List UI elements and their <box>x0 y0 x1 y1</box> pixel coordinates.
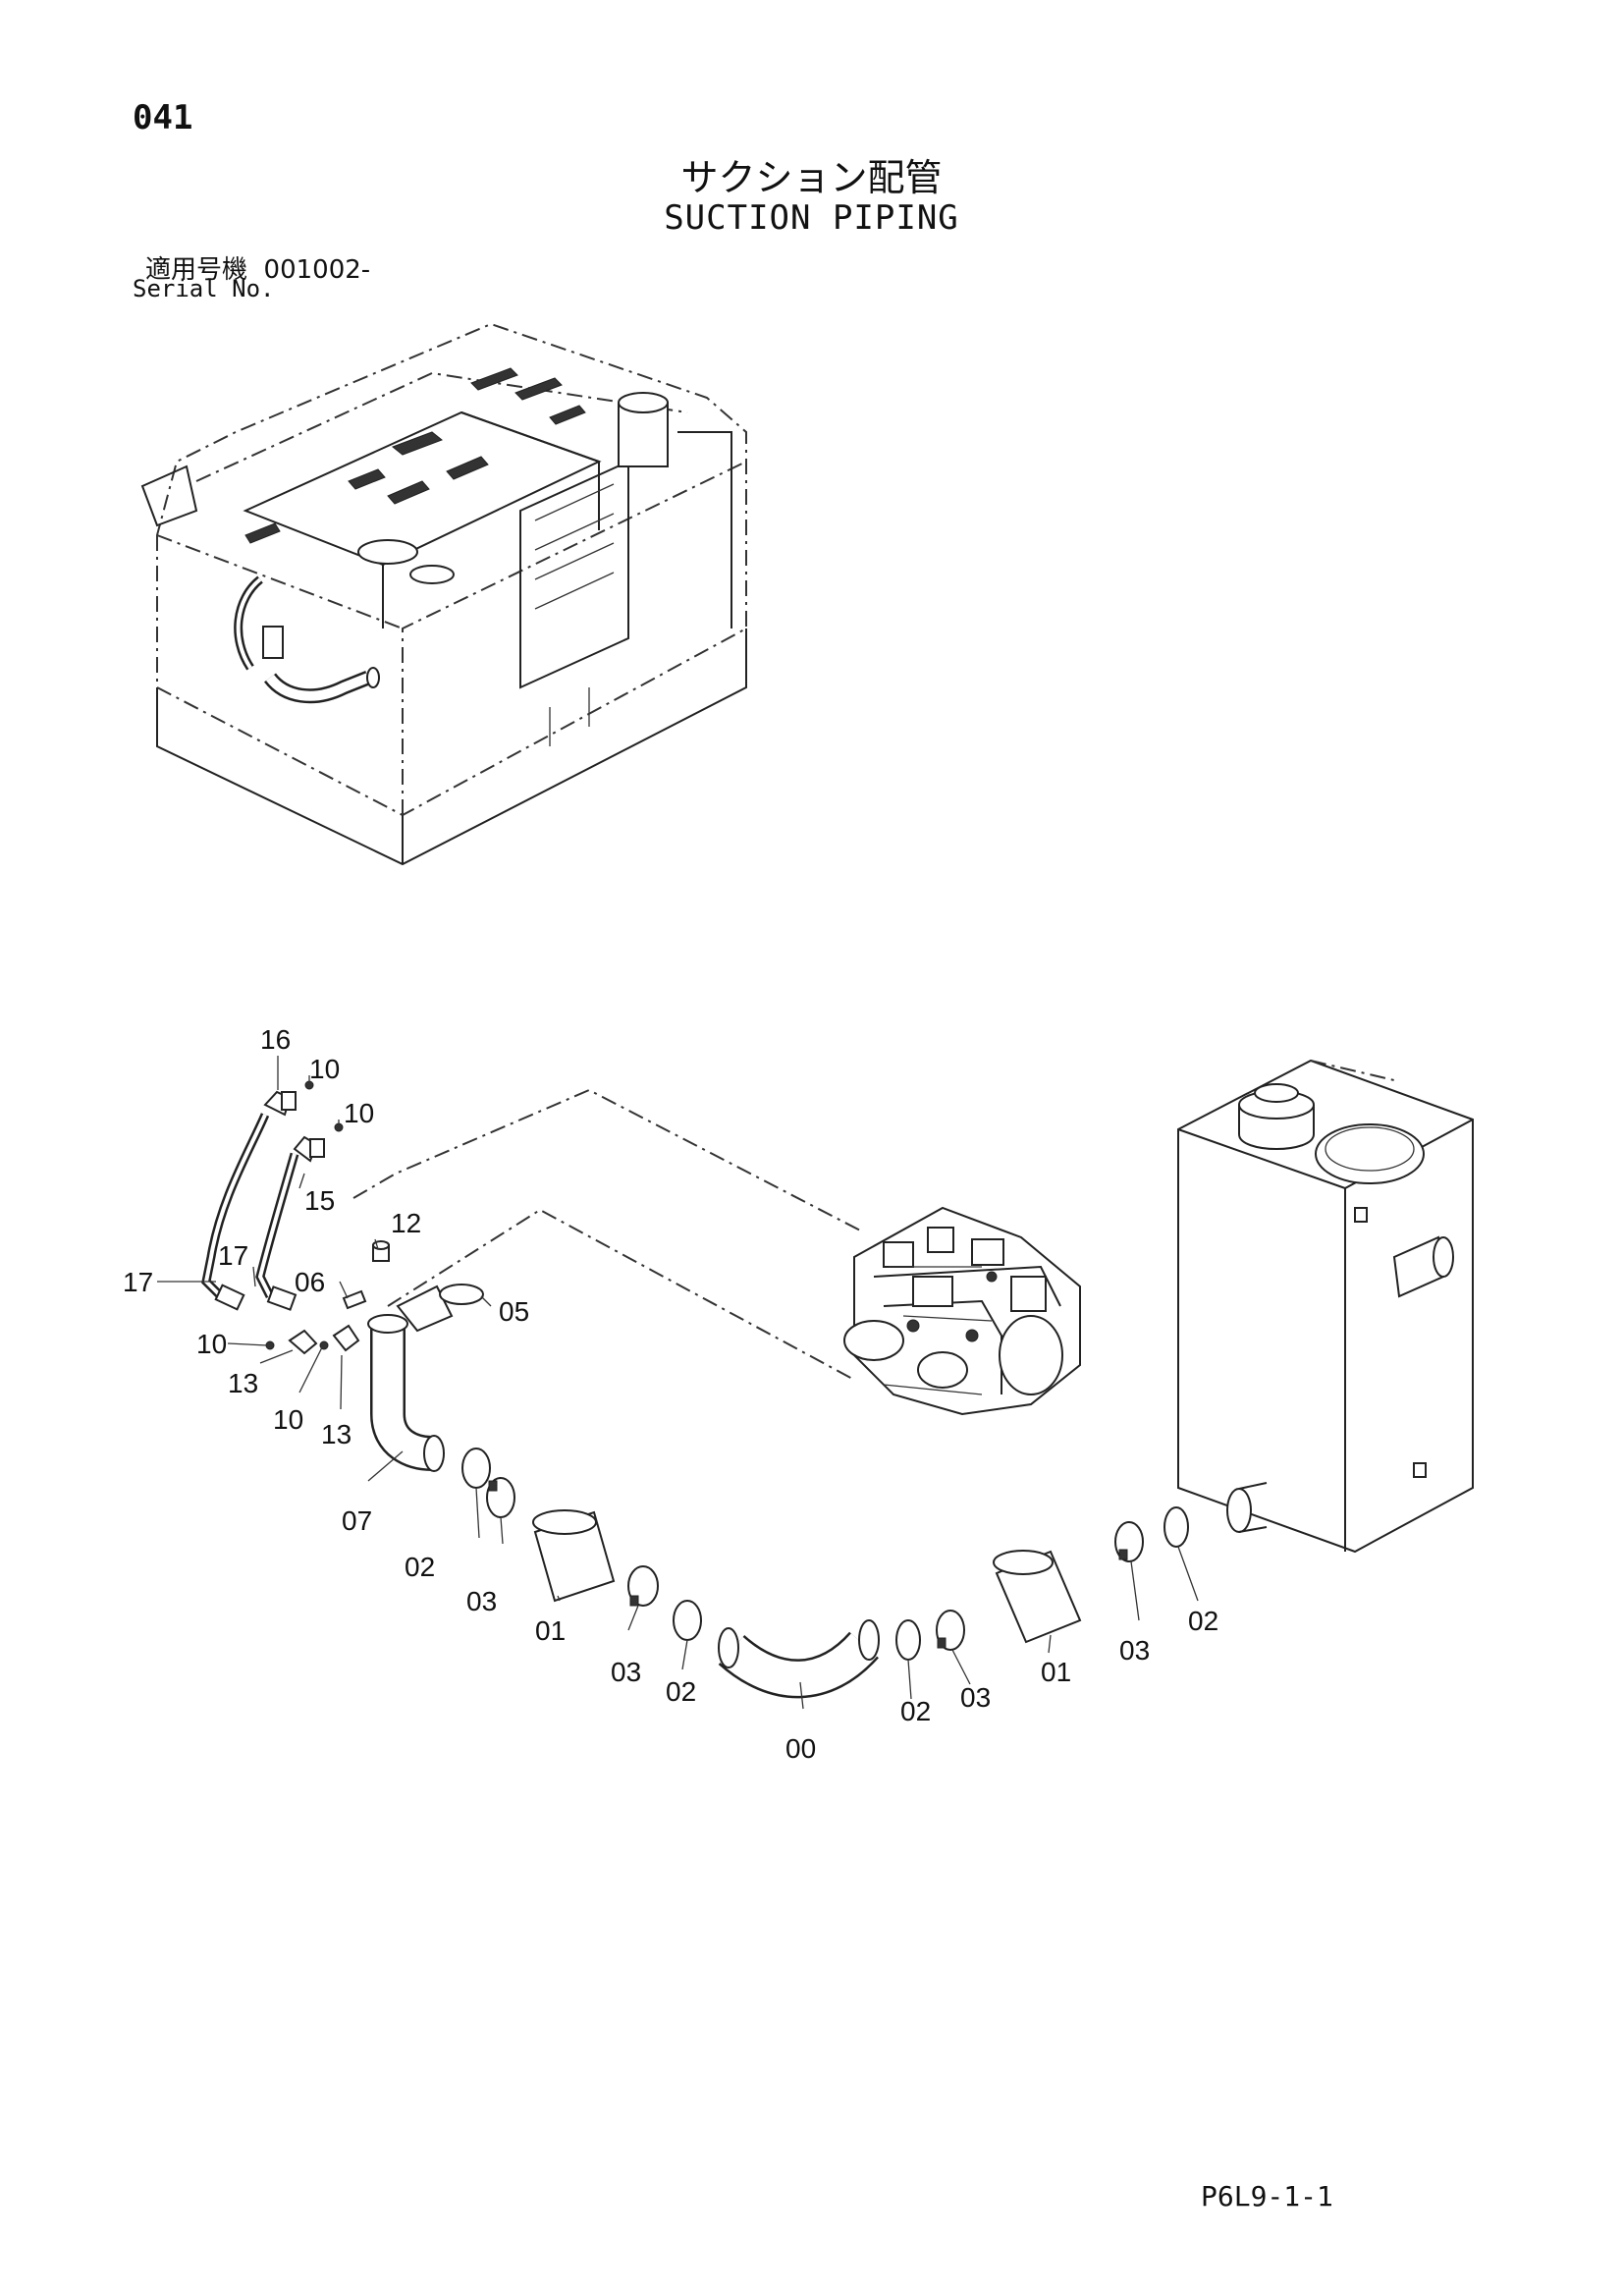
callout-17: 17 <box>123 1267 153 1297</box>
page-title-japanese: サクション配管 <box>680 156 943 199</box>
callout-16: 16 <box>260 1024 291 1055</box>
serial-label-english: Serial No. <box>133 275 275 302</box>
callout-01: 01 <box>535 1615 566 1646</box>
callout-15: 15 <box>304 1185 335 1216</box>
callout-02: 02 <box>405 1552 435 1582</box>
callout-13: 13 <box>321 1419 352 1449</box>
drawing-code: P6L9-1-1 <box>1201 2180 1333 2213</box>
hood-vent-grilles <box>244 367 586 544</box>
callout-02: 02 <box>900 1696 931 1726</box>
callout-03: 03 <box>1119 1635 1150 1666</box>
callout-13: 13 <box>228 1368 258 1398</box>
reference-leader-lines <box>352 1088 865 1381</box>
serial-label-japanese: 適用号機 <box>145 255 248 285</box>
callout-12: 12 <box>391 1208 421 1238</box>
overview-suction-hose <box>234 575 380 704</box>
callout-03: 03 <box>466 1586 497 1616</box>
page-title-english: SUCTION PIPING <box>664 198 959 238</box>
callout-leaders <box>192 1056 1199 1710</box>
serial-applicability: 適用号機 001002- <box>145 249 370 286</box>
callout-17: 17 <box>218 1240 248 1271</box>
pilot-hoses <box>201 1080 360 1355</box>
callout-06: 06 <box>295 1267 325 1297</box>
machine-overview-illustration <box>140 322 747 866</box>
callout-01: 01 <box>1041 1657 1071 1687</box>
callout-labels: 16 10 10 15 12 17 17 06 05 10 13 10 13 0… <box>123 1024 1218 1764</box>
suction-tubes-01 <box>532 1509 1082 1644</box>
callout-00: 00 <box>785 1733 816 1764</box>
callout-02: 02 <box>1188 1606 1218 1636</box>
callout-03: 03 <box>611 1657 641 1687</box>
suction-elbow-07 <box>342 1240 484 1472</box>
callout-10: 10 <box>309 1054 340 1084</box>
suction-hose-00 <box>718 1619 880 1699</box>
hydraulic-pump-illustration <box>843 1206 1081 1416</box>
hose-clamps <box>461 1448 1189 1661</box>
callout-07: 07 <box>342 1505 372 1536</box>
serial-number-value: 001002- <box>263 255 371 285</box>
callout-10: 10 <box>344 1098 374 1128</box>
callout-10: 10 <box>273 1404 303 1435</box>
hydraulic-tank-illustration <box>1177 1059 1474 1554</box>
page-number: 041 <box>133 98 193 137</box>
callout-03: 03 <box>960 1682 991 1713</box>
callout-02: 02 <box>666 1676 696 1707</box>
callout-05: 05 <box>499 1296 529 1327</box>
callout-10: 10 <box>196 1329 227 1359</box>
